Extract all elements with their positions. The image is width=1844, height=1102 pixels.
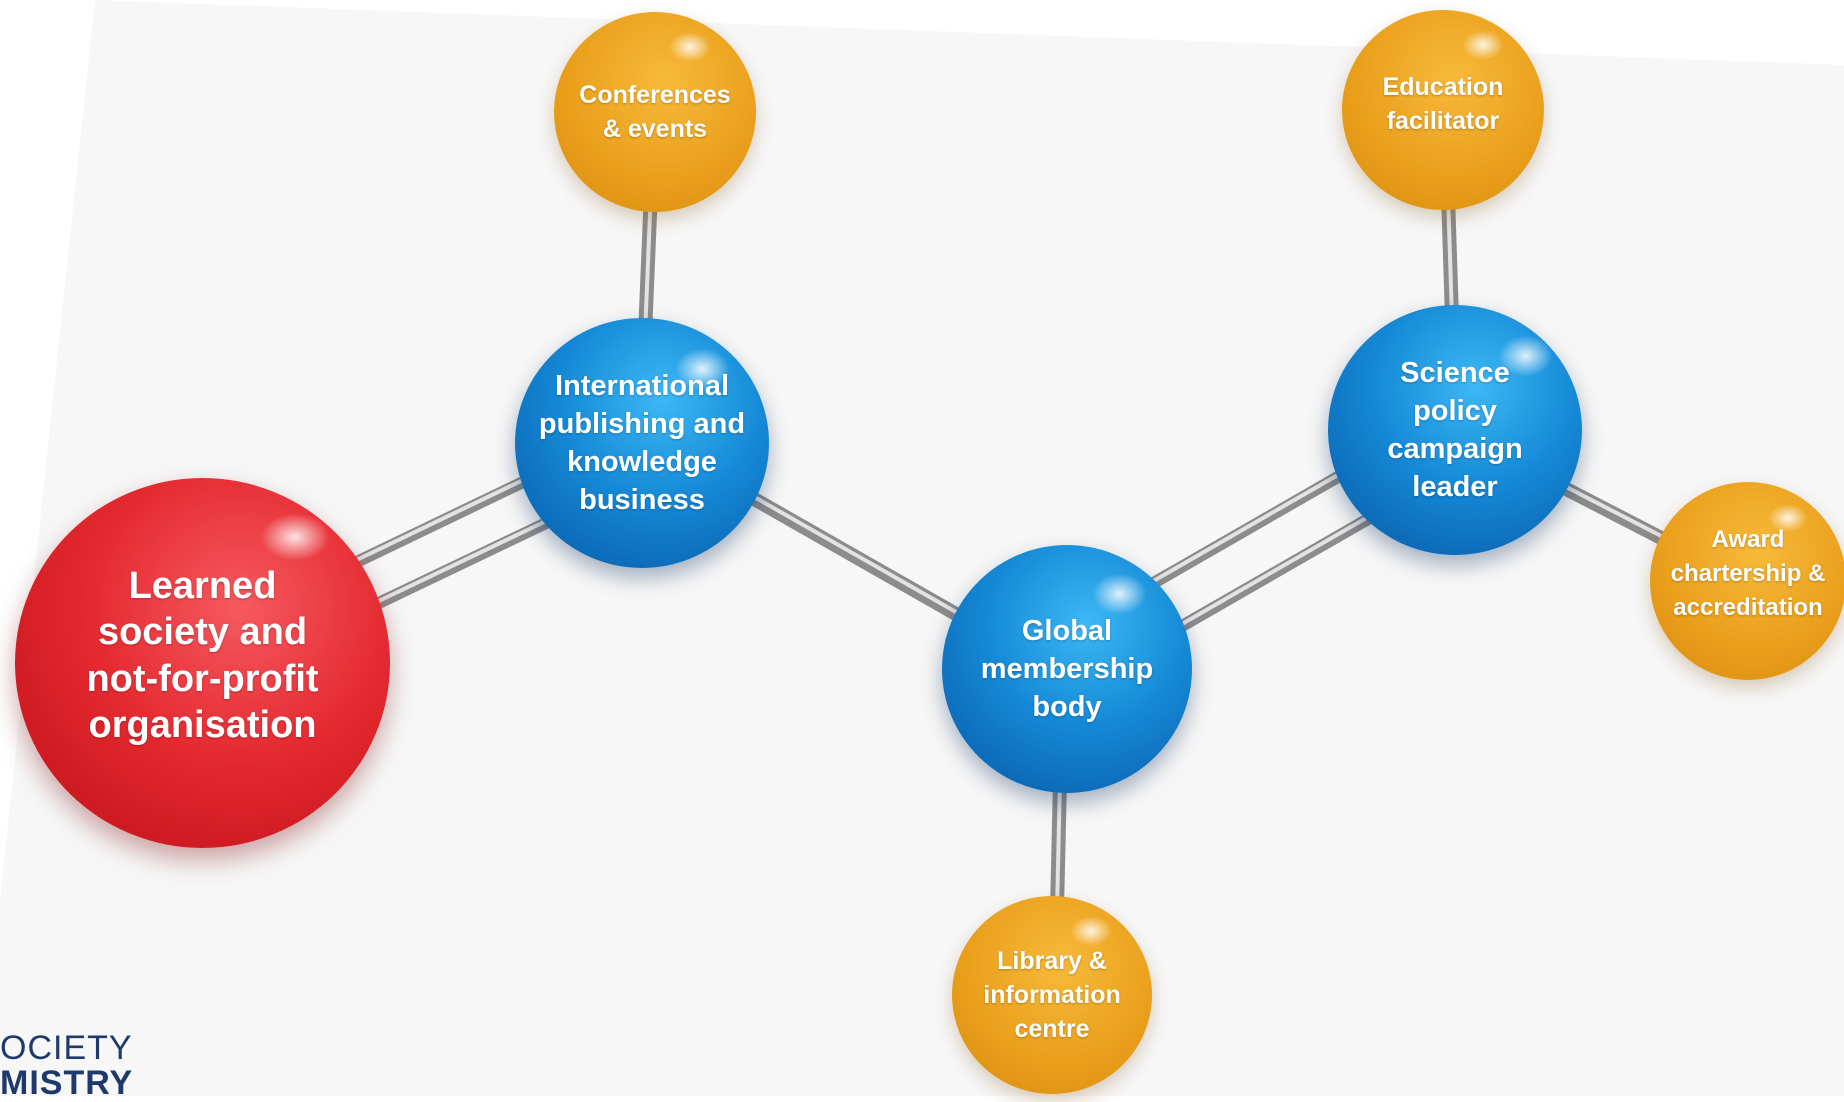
node-international-publishing: International publishing and knowledge b… (515, 318, 769, 568)
bond-membership-policy-highlight (1148, 466, 1377, 630)
bond-policy-education-highlight (1446, 194, 1454, 319)
node-shine (1498, 335, 1553, 377)
node-label-conferences-events: Conferences & events (579, 81, 731, 143)
node-label-award-accreditation: Award chartership & accreditation (1670, 526, 1826, 621)
node-shine (669, 32, 711, 62)
bond-membership-library-highlight (1055, 779, 1062, 911)
logo-line-1: OCIETY (0, 1029, 133, 1067)
node-label-international-publishing: International publishing and knowledge b… (538, 370, 746, 516)
node-label-global-membership: Global membership body (980, 615, 1154, 723)
node-shine (675, 348, 730, 390)
node-library-information: Library & information centre (952, 896, 1152, 1094)
node-label-learned-society: Learned society and not-for-profit organ… (86, 564, 319, 746)
node-science-policy: Science policy campaign leader (1328, 305, 1582, 555)
node-learned-society: Learned society and not-for-profit organ… (15, 478, 390, 848)
logo-line-2: MISTRY (0, 1064, 134, 1102)
society-logo-cropped: OCIETY MISTRY (0, 1030, 133, 1100)
node-label-education-facilitator: Education facilitator (1382, 73, 1504, 135)
node-conferences-events: Conferences & events (554, 12, 756, 212)
bond-learned-publishing-highlight (338, 466, 567, 612)
node-global-membership: Global membership body (942, 545, 1192, 793)
node-label-science-policy: Science policy campaign leader (1387, 357, 1523, 503)
node-award-accreditation: Award chartership & accreditation (1650, 482, 1844, 680)
bond-publishing-conferences-highlight (643, 189, 653, 336)
node-shine (1070, 916, 1112, 946)
node-shine (1768, 504, 1808, 532)
node-shine (1092, 573, 1147, 615)
node-shine (1462, 30, 1504, 60)
bond-publishing-membership-highlight (734, 484, 971, 622)
node-education-facilitator: Education facilitator (1342, 10, 1544, 210)
node-label-library-information: Library & information centre (983, 947, 1121, 1043)
node-shine (260, 513, 330, 561)
